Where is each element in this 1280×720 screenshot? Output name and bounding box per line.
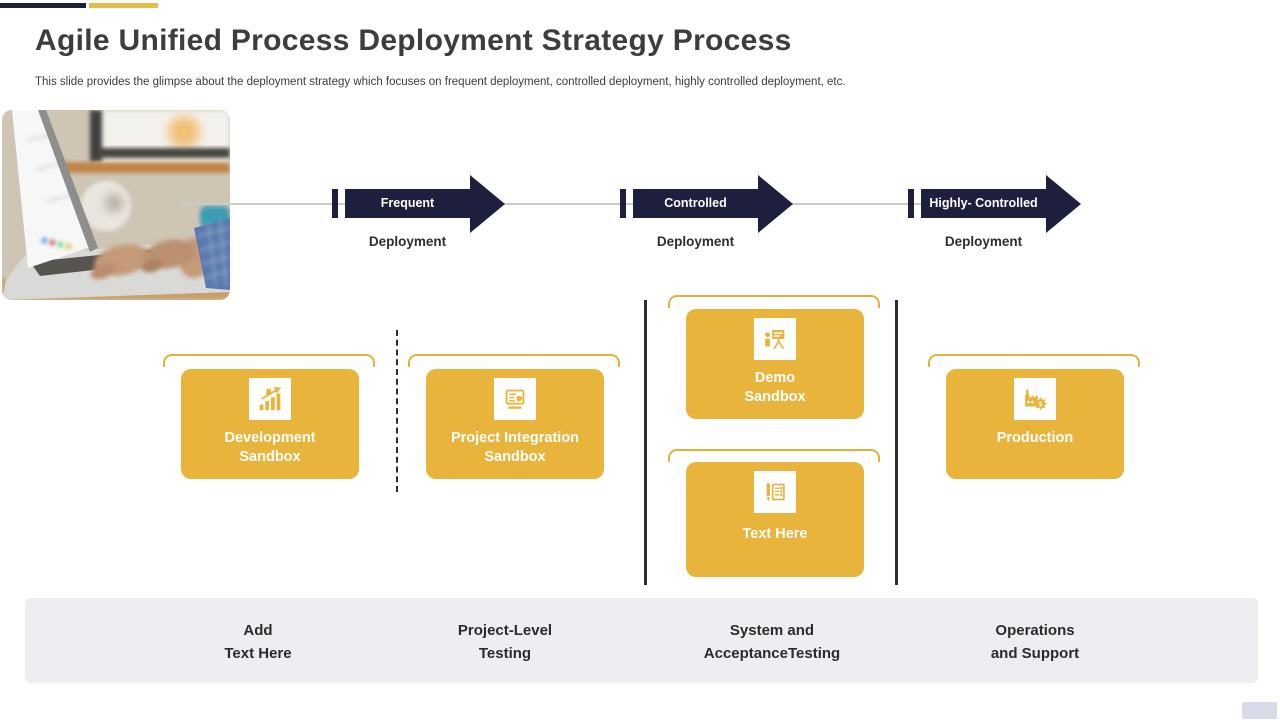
solid-column-separator-left	[644, 300, 647, 585]
footer-line1: Operations	[995, 622, 1075, 639]
stage-label: Highly- Controlled	[929, 196, 1038, 210]
stage-label: Frequent	[380, 196, 435, 210]
box-label-line2: Sandbox	[484, 449, 546, 465]
box-production: $ Production	[946, 369, 1124, 479]
footer-line1: System and	[729, 622, 815, 639]
laptop-photo-illustration	[2, 110, 230, 300]
stage-controlled: Controlled Deployment	[620, 175, 800, 295]
top-accent-yellow-bar	[89, 3, 158, 8]
footer-line2: and Support	[990, 645, 1080, 662]
top-bracket	[163, 354, 375, 367]
top-bracket	[668, 295, 880, 308]
top-bracket	[408, 354, 620, 367]
top-accent-navy-bar	[0, 3, 86, 8]
box-text-here: Text Here	[686, 462, 864, 577]
box-project-integration-sandbox: Project Integration Sandbox	[426, 369, 604, 479]
stage-highly-controlled: Highly- Controlled Deployment	[908, 175, 1088, 295]
top-bracket	[928, 354, 1140, 367]
box-label: Text Here	[690, 525, 860, 544]
growth-chart-icon	[249, 378, 291, 420]
stage-sublabel: Deployment	[656, 234, 735, 249]
stage-sublabel: Deployment	[944, 234, 1023, 249]
page-title: Agile Unified Process Deployment Strateg…	[35, 24, 792, 57]
page-subtitle: This slide provides the glimpse about th…	[35, 76, 846, 88]
footer-label-project-level-testing: Project-Level Testing	[385, 619, 625, 665]
arrow-right-icon	[620, 175, 793, 233]
solid-column-separator-right	[895, 300, 898, 585]
integration-board-icon	[494, 378, 536, 420]
footer-band	[25, 598, 1258, 683]
presentation-easel-icon	[754, 318, 796, 360]
box-label-line2: Sandbox	[239, 449, 301, 465]
footer-line2: Testing	[478, 645, 532, 662]
svg-text:$: $	[1039, 401, 1043, 408]
footer-line2: AcceptanceTesting	[703, 645, 841, 662]
stage-label: Controlled	[664, 196, 727, 210]
box-label-line1: Production	[996, 430, 1074, 446]
box-label: Demo Sandbox	[690, 369, 860, 407]
arrow-right-icon	[908, 175, 1081, 233]
box-label-line1: Demo	[754, 370, 796, 386]
footer-label-add-text-here: Add Text Here	[138, 619, 378, 665]
arrow-right-icon	[332, 175, 505, 233]
timeline-connector-line	[178, 203, 1080, 205]
footer-line1: Add	[243, 622, 273, 639]
box-demo-sandbox: Demo Sandbox	[686, 309, 864, 419]
stage-sublabel: Deployment	[368, 234, 447, 249]
footer-line2: Text Here	[224, 645, 292, 662]
laptop-typing-photo	[2, 110, 230, 300]
dashed-column-separator	[396, 330, 398, 492]
footer-label-operations-support: Operations and Support	[915, 619, 1155, 665]
checklist-pen-icon	[754, 471, 796, 513]
top-bracket	[668, 449, 880, 462]
box-label: Production	[950, 429, 1120, 448]
box-label: Project Integration Sandbox	[430, 429, 600, 467]
factory-gear-icon: $	[1014, 378, 1056, 420]
box-label-line1: Text Here	[742, 526, 808, 542]
box-label-line1: Project Integration	[450, 430, 580, 446]
stage-frequent: Frequent Deployment	[332, 175, 512, 295]
box-label: Development Sandbox	[185, 429, 355, 467]
footer-line1: Project-Level	[457, 622, 553, 639]
box-label-line1: Development	[224, 430, 316, 446]
footer-label-system-acceptance-testing: System and AcceptanceTesting	[652, 619, 892, 665]
box-development-sandbox: Development Sandbox	[181, 369, 359, 479]
corner-chip	[1242, 702, 1277, 719]
box-label-line2: Sandbox	[744, 389, 806, 405]
